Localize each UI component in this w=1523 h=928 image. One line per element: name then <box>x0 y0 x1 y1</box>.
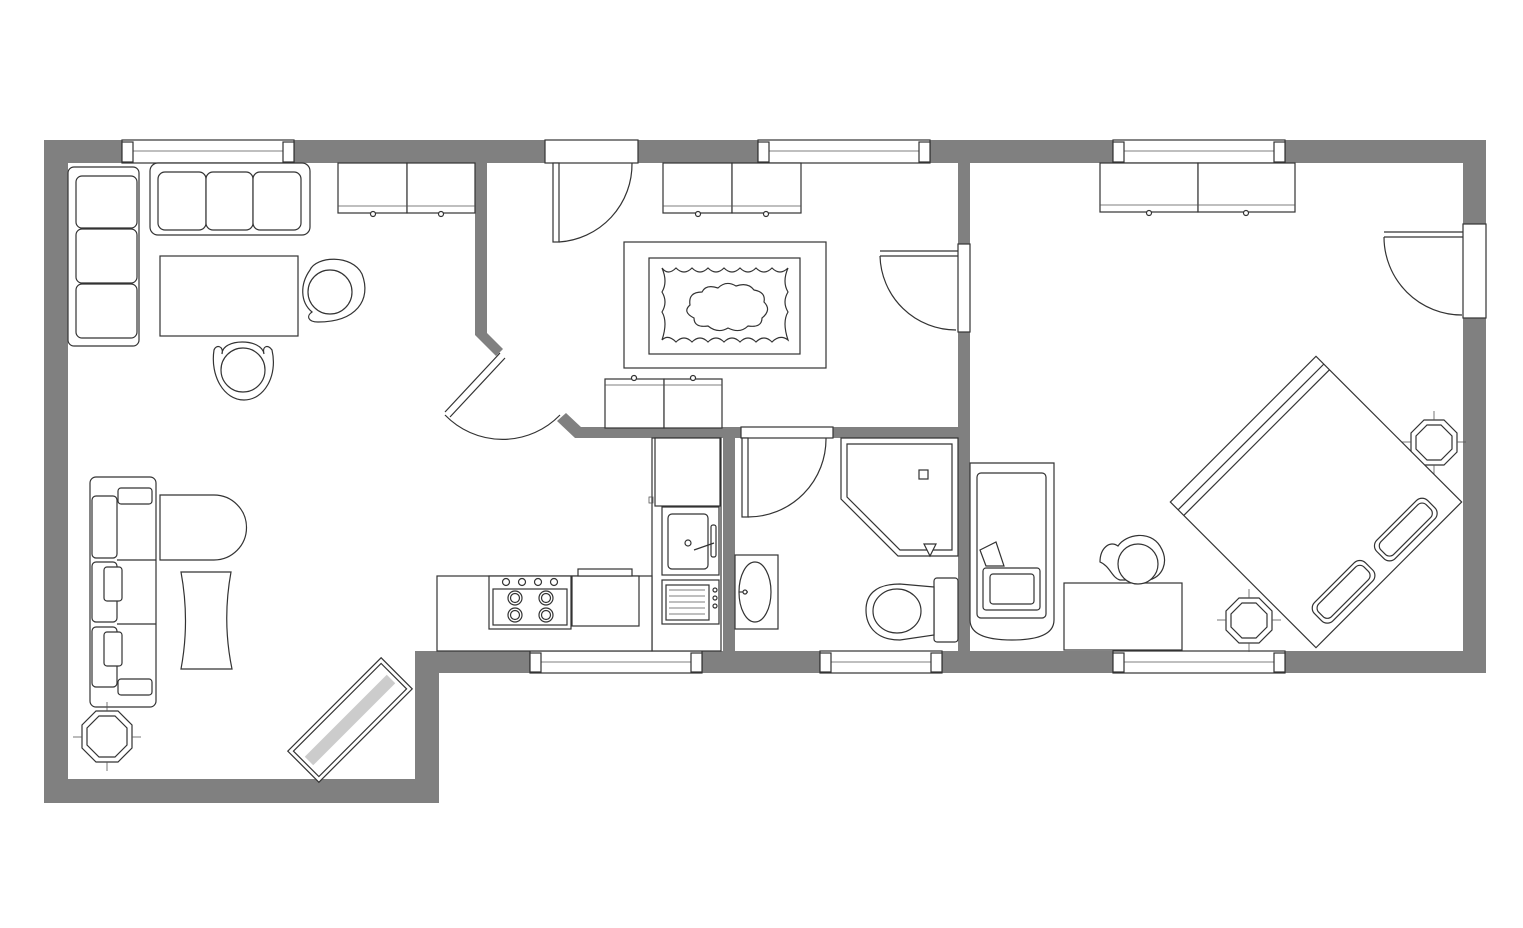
bedroom <box>969 355 1466 652</box>
armchair-icon <box>212 341 274 401</box>
coffee-table <box>159 255 299 337</box>
window-icon <box>529 650 703 674</box>
armchair-icon <box>1099 534 1165 585</box>
sofa-icon <box>89 476 157 708</box>
oven-unit <box>571 575 640 627</box>
bathtub-icon <box>969 462 1055 641</box>
wall-bottom-left <box>44 779 439 803</box>
plant-icon <box>1402 411 1466 474</box>
wall-right <box>1463 140 1486 673</box>
wall-kitchen-angled <box>475 163 503 356</box>
cabinet-icon <box>662 162 802 218</box>
ottoman <box>159 494 248 561</box>
bed-icon <box>1169 355 1463 649</box>
toilet-icon <box>865 577 959 643</box>
cabinet-icon <box>1099 162 1296 217</box>
doors <box>444 162 1487 518</box>
wall-hall-right <box>958 163 970 673</box>
sofa-icon <box>67 166 140 347</box>
window-icon <box>757 139 931 164</box>
living-room <box>67 162 414 784</box>
fridge <box>654 437 721 507</box>
window-icon <box>819 650 943 674</box>
wall-left-step <box>415 651 439 803</box>
window-icon <box>1112 650 1286 674</box>
window-icon <box>1112 139 1286 164</box>
drain-board <box>661 579 720 625</box>
door-swing-icon <box>740 426 834 518</box>
door-swing-icon <box>1383 223 1487 319</box>
plant-icon <box>73 702 141 771</box>
sink-icon <box>661 506 720 576</box>
bathroom <box>734 437 959 643</box>
rug-icon <box>623 241 827 369</box>
plant-icon <box>1217 589 1281 652</box>
windows <box>121 139 1286 674</box>
cabinet-icon <box>604 374 723 429</box>
door-swing-icon <box>879 243 971 333</box>
side-table <box>180 571 233 670</box>
stove-icon <box>488 575 572 630</box>
armchair-icon <box>302 258 366 323</box>
cabinets <box>337 162 1296 429</box>
kitchen <box>436 437 722 652</box>
window-icon <box>544 139 639 164</box>
door-swing-icon <box>552 162 633 243</box>
door-swing-icon <box>444 352 561 440</box>
bench <box>286 656 414 784</box>
desk <box>1063 582 1183 651</box>
sofa-icon <box>149 162 311 236</box>
window-icon <box>121 139 295 164</box>
shower-icon <box>840 437 959 558</box>
cabinet-icon <box>337 162 476 218</box>
wall-bath-left <box>723 427 735 673</box>
sink-icon <box>734 554 779 630</box>
wall-left <box>44 140 68 803</box>
